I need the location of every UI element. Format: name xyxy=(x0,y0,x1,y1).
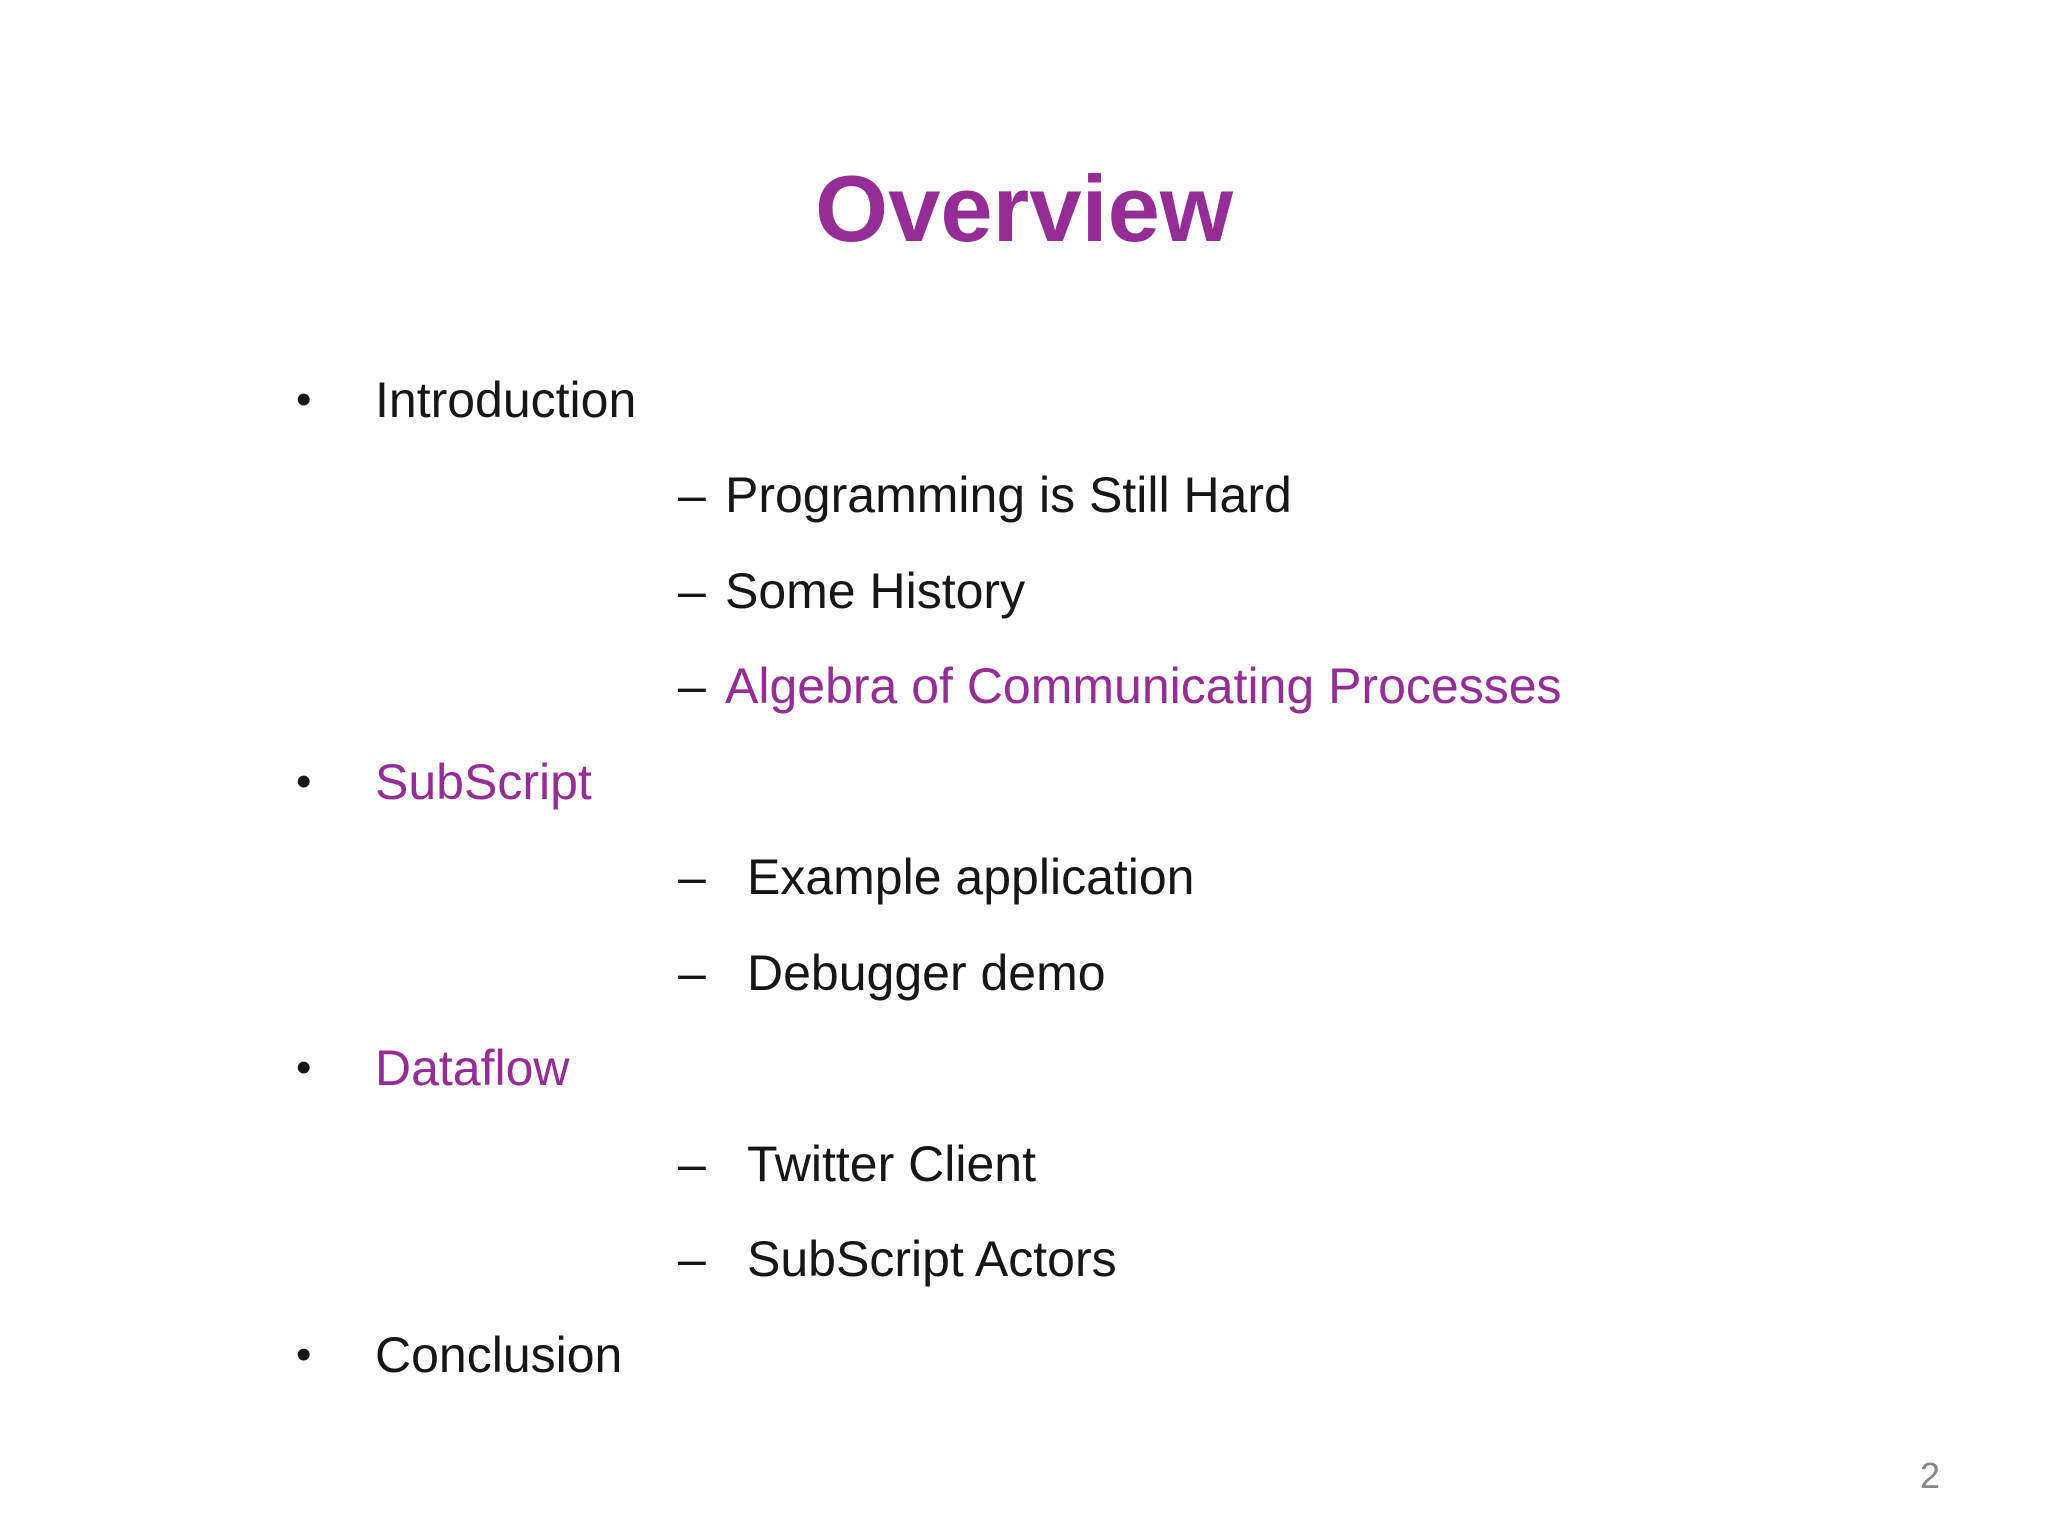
dash-icon: – xyxy=(678,562,706,619)
outline-subitem-subscript-actors: – SubScript Actors xyxy=(0,1212,2048,1308)
outline-item-subscript: • SubScript xyxy=(0,734,2048,830)
dash-icon: – xyxy=(678,1135,706,1192)
outline-item-label: SubScript xyxy=(375,753,592,810)
outline-item-introduction: • Introduction xyxy=(0,352,2048,448)
outline-list: • Introduction – Programming is Still Ha… xyxy=(0,352,2048,1403)
outline-subitem-some-history: – Some History xyxy=(0,543,2048,639)
outline-subitem-label: Twitter Client xyxy=(747,1135,1036,1192)
dash-icon: – xyxy=(678,849,706,906)
outline-item-conclusion: • Conclusion xyxy=(0,1307,2048,1403)
outline-item-label: Dataflow xyxy=(375,1040,570,1097)
outline-subitem-label: Some History xyxy=(725,562,1026,619)
dash-icon: – xyxy=(678,467,706,524)
bullet-icon: • xyxy=(296,1043,312,1093)
outline-subitem-label: SubScript Actors xyxy=(747,1231,1117,1288)
dash-icon: – xyxy=(678,944,706,1001)
bullet-icon: • xyxy=(296,756,312,806)
outline-item-dataflow: • Dataflow xyxy=(0,1021,2048,1117)
bullet-icon: • xyxy=(296,374,312,424)
outline-subitem-label: Debugger demo xyxy=(747,944,1106,1001)
outline-subitem-debugger-demo: – Debugger demo xyxy=(0,925,2048,1021)
bullet-icon: • xyxy=(296,1329,312,1379)
page-number: 2 xyxy=(1919,1455,1941,1496)
outline-item-label: Conclusion xyxy=(375,1326,623,1383)
outline-subitem-example-application: – Example application xyxy=(0,830,2048,926)
outline-subitem-programming-is-still-hard: – Programming is Still Hard xyxy=(0,448,2048,544)
outline-subitem-label: Algebra of Communicating Processes xyxy=(725,658,1562,715)
slide-title: Overview xyxy=(814,156,1234,261)
dash-icon: – xyxy=(678,658,706,715)
outline-item-label: Introduction xyxy=(375,371,637,428)
outline-subitem-algebra-of-communicating-processes: – Algebra of Communicating Processes xyxy=(0,639,2048,735)
outline-subitem-label: Programming is Still Hard xyxy=(725,467,1292,524)
dash-icon: – xyxy=(678,1231,706,1288)
outline-subitem-twitter-client: – Twitter Client xyxy=(0,1116,2048,1212)
outline-subitem-label: Example application xyxy=(747,849,1195,906)
